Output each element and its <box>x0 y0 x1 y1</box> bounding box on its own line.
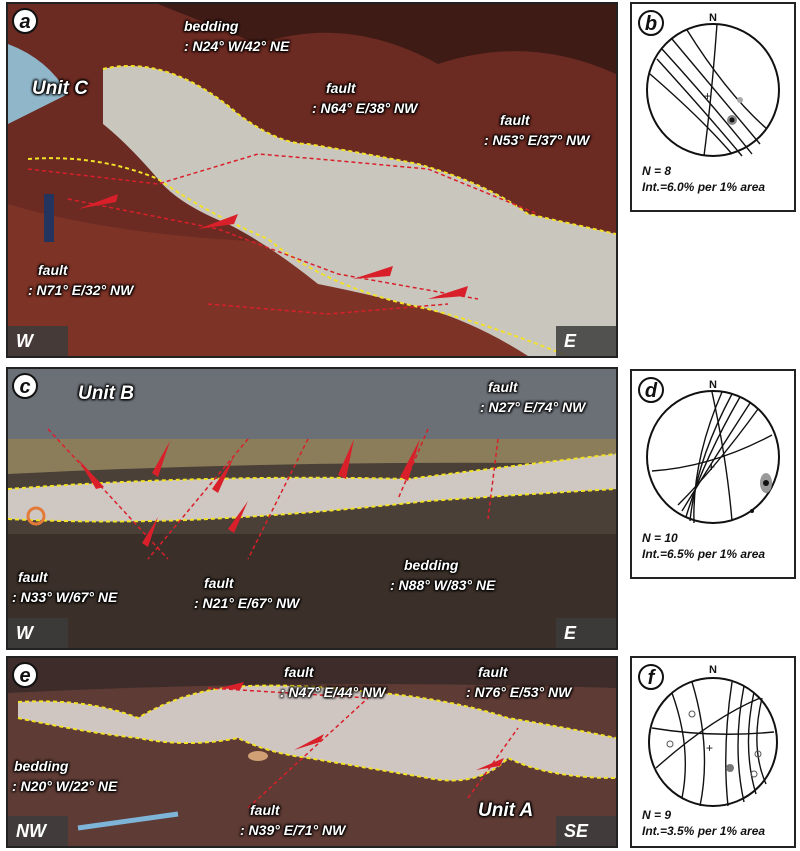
fault-title-a2: fault <box>500 112 530 128</box>
direction-southeast-e: SE <box>556 816 616 846</box>
fault-title-c1: fault <box>488 379 518 395</box>
direction-west-c: W <box>8 618 68 648</box>
fault-value-e3: : N39° E/71° NW <box>240 822 346 838</box>
fault-value-c3: : N21° E/67° NW <box>194 595 300 611</box>
direction-west-a: W <box>8 326 68 356</box>
fault-title-e2: fault <box>478 664 508 680</box>
outcrop-photo-a <box>8 4 616 356</box>
fault-title-e1: fault <box>284 664 314 680</box>
outcrop-photo-c <box>8 369 616 648</box>
bedding-value-c: : N88° W/83° NE <box>390 577 496 593</box>
fault-value-a3: : N71° E/32° NW <box>28 282 134 298</box>
stereonet-f: + <box>648 677 778 807</box>
intensity-label-b: Int.=6.0% per 1% area <box>642 180 766 194</box>
bedding-title-c: bedding <box>404 557 459 573</box>
panel-letter-b: b <box>638 10 664 36</box>
count-label-d: N = 10 <box>642 531 678 545</box>
svg-text:+: + <box>708 460 715 474</box>
intensity-label-f: Int.=3.5% per 1% area <box>642 824 766 838</box>
stereonet-d: + <box>646 390 780 524</box>
direction-east-a: E <box>556 326 616 356</box>
bedding-value-e: : N20° W/22° NE <box>12 778 118 794</box>
fault-value-a2: : N53° E/37° NW <box>484 132 590 148</box>
fault-title-a3: fault <box>38 262 68 278</box>
svg-text:+: + <box>706 741 713 755</box>
panel-letter-d: d <box>638 377 664 403</box>
bedding-value-a: : N24° W/42° NE <box>184 38 290 54</box>
fault-title-e3: fault <box>250 802 280 818</box>
fault-value-c1: : N27° E/74° NW <box>480 399 586 415</box>
north-label-b: N <box>709 12 717 24</box>
bedding-title-e: bedding <box>14 758 69 774</box>
outcrop-photo-e <box>8 658 616 846</box>
north-label-f: N <box>709 664 717 676</box>
photo-panel-a: a Unit C bedding : N24° W/42° NE fault :… <box>6 2 618 358</box>
panel-letter-f: f <box>638 664 664 690</box>
unit-label-b: Unit B <box>78 383 134 404</box>
count-label-f: N = 9 <box>642 808 672 822</box>
fault-value-e1: : N47° E/44° NW <box>280 684 386 700</box>
direction-east-c: E <box>556 618 616 648</box>
panel-letter-e: e <box>12 662 38 688</box>
fault-title-c2: fault <box>18 569 48 585</box>
stereonet-panel-b: + b N N = 8 Int.=6.0% per 1% area <box>630 2 796 212</box>
intensity-label-d: Int.=6.5% per 1% area <box>642 547 766 561</box>
fault-value-a1: : N64° E/38° NW <box>312 100 418 116</box>
fault-value-c2: : N33° W/67° NE <box>12 589 118 605</box>
photo-panel-e: e Unit A fault : N47° E/44° NW fault : N… <box>6 656 618 848</box>
fault-title-a1: fault <box>326 80 356 96</box>
stereonet-panel-d: + d N N = 10 Int.=6.5% per 1% area <box>630 369 796 579</box>
panel-letter-c: c <box>12 373 38 399</box>
bedding-title-a: bedding <box>184 18 239 34</box>
unit-label-c: Unit C <box>32 78 88 99</box>
svg-text:+: + <box>704 89 711 103</box>
stereonet-panel-f: + f N N = 9 Int.=3.5% per 1% area <box>630 656 796 848</box>
stereonet-b: + <box>646 23 780 157</box>
count-label-b: N = 8 <box>642 164 672 178</box>
unit-label-a: Unit A <box>478 800 534 821</box>
photo-panel-c: c Unit B fault : N27° E/74° NW fault : N… <box>6 367 618 650</box>
fault-title-c3: fault <box>204 575 234 591</box>
north-label-d: N <box>709 379 717 391</box>
direction-northwest-e: NW <box>8 816 68 846</box>
fault-value-e2: : N76° E/53° NW <box>466 684 572 700</box>
panel-letter-a: a <box>12 8 38 34</box>
